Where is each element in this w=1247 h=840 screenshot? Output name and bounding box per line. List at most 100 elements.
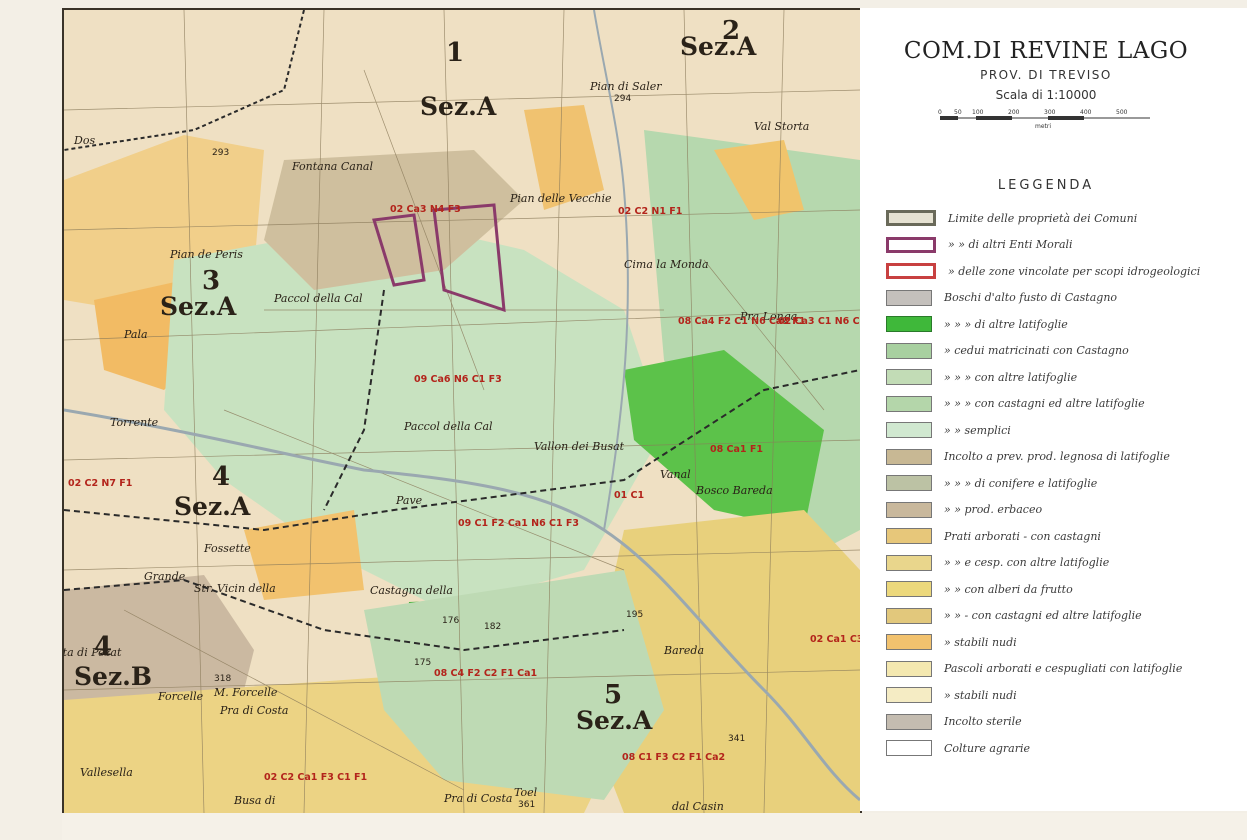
legend-swatch [886, 395, 932, 412]
legend-item-label: » » » con altre latifoglie [944, 370, 1078, 384]
legend-item-label: » cedui matricinati con Castagno [944, 344, 1129, 357]
parcel-orange-mid [244, 510, 364, 600]
place-label: Bosco Bareda [696, 484, 773, 497]
parcel-code: 02 C2 N1 F1 [618, 206, 683, 217]
legend-swatch [886, 607, 932, 624]
parcel-woods-south [364, 570, 664, 800]
legend-swatch [886, 634, 932, 650]
legend-item-label: » » con alberi da frutto [944, 582, 1073, 596]
parcel-green-bosco [624, 350, 824, 530]
scale-tick: 50 [954, 109, 962, 116]
place-label: Cima la Monda [624, 258, 709, 271]
legend-item-label: » » » di altre latifoglie [944, 317, 1068, 331]
legend-item-label: » stabili nudi [944, 635, 1017, 649]
legend-item-label: » » prod. erbaceo [944, 503, 1043, 516]
scale-unit: metri [1035, 123, 1051, 130]
place-label: Castagna della [370, 584, 453, 597]
bottom-margin [62, 813, 1247, 840]
legend-item-label: Incolto a prev. prod. legnosa di latifog… [944, 450, 1170, 463]
legend-swatch [886, 448, 932, 465]
section-number-5: 5 [604, 680, 623, 710]
legend-item: » cedui matricinati con Castagno [886, 339, 1129, 363]
place-label: Busa di [234, 794, 276, 807]
stream-vallon [593, 10, 629, 531]
parcel-code: 02 Ca3 C1 N6 Ca3 F1 [778, 316, 860, 327]
spot-height: 195 [626, 610, 644, 620]
place-label: Grande [144, 570, 186, 583]
parcel-code: 02 Ca1 C3 [810, 634, 862, 645]
legend-item: Incolto a prev. prod. legnosa di latifog… [886, 445, 1170, 469]
place-label: Paccol della Cal [404, 420, 493, 433]
boundary-enti-morali [432, 203, 506, 313]
map-drawing [64, 10, 860, 813]
legend-item: » » con alberi da frutto [886, 577, 1073, 601]
province-label: PROV. DI TREVISO [980, 68, 1112, 82]
legend-swatch [886, 316, 932, 332]
place-label: Val Storta [754, 120, 810, 133]
legend-swatch [886, 342, 932, 359]
place-label: Bareda [664, 644, 705, 657]
place-label: Fossette [204, 542, 251, 555]
section-number-4a: 4 [212, 462, 231, 492]
section-name-1: Sez.A [420, 92, 497, 121]
spot-height: 341 [728, 734, 746, 744]
legend-swatch [886, 289, 932, 306]
legend-item-label: Prati arborati - con castagni [944, 529, 1101, 543]
boundary-dashed-2 [64, 578, 625, 652]
legend-item-label: Colture agrarie [944, 741, 1031, 755]
place-label: Torrente [110, 416, 159, 429]
parcel-code: 08 C4 F2 C2 F1 Ca1 [434, 668, 538, 679]
spot-height: 318 [214, 674, 232, 684]
legend-item: Colture agrarie [886, 736, 1030, 760]
place-label: Paccol della Cal [274, 292, 363, 305]
place-label: Vanal [660, 468, 691, 481]
scale-tick: 200 [1008, 109, 1020, 116]
legend-item-label: Limite delle proprietà dei Comuni [948, 211, 1138, 225]
section-number-2: 2 [722, 16, 741, 46]
parcel-code: 08 Ca1 F1 [710, 444, 763, 455]
parcel-code: 09 C1 F2 Ca1 N6 C1 F3 [458, 518, 579, 529]
place-label: Fontana Canal [292, 160, 373, 173]
parcel-orange-east [714, 140, 804, 220]
legend-item: » » di altri Enti Morali [886, 233, 1073, 257]
spot-height: 361 [518, 800, 536, 810]
spot-height: 294 [614, 94, 632, 104]
parcel-woods-center [164, 220, 664, 610]
place-label: dal Casin [672, 800, 724, 813]
section-number-1: 1 [446, 38, 465, 68]
place-label: Pian delle Vecchie [510, 192, 612, 205]
legend-item: » stabili nudi [886, 683, 1017, 707]
legend-swatch [886, 236, 936, 253]
legend-swatch [886, 422, 932, 438]
spot-height: 176 [442, 616, 460, 626]
boundary-communal [64, 10, 305, 151]
legend-item-label: » » e cesp. con altre latifoglie [944, 556, 1110, 569]
place-label: Pian di Saler [590, 80, 662, 93]
legend-swatch [886, 740, 932, 756]
legend-swatch [886, 687, 932, 703]
legend-item: » » - con castagni ed altre latifoglie [886, 604, 1142, 628]
scale-tick: 400 [1080, 109, 1092, 116]
scale-bar: 0 50 100 200 300 400 500 metri [938, 109, 1150, 130]
legend-item: Limite delle proprietà dei Comuni [886, 206, 1137, 230]
stream-torrente [64, 408, 860, 802]
place-label: Pra Longa [740, 310, 798, 323]
parcel-lines [64, 10, 860, 813]
parcel-code: 02 C2 Ca1 F3 C1 F1 [264, 772, 368, 783]
place-label: Str. Vicin della [194, 582, 276, 595]
scale-tick: 100 [972, 109, 984, 116]
map-sheet[interactable]: 1 Sez.A 2 Sez.A 3 Sez.A 4 Sez.A 4 Sez.B … [62, 8, 862, 815]
legend-item-label: » » - con castagni ed altre latifoglie [944, 609, 1142, 622]
legend-item: » » » di altre latifoglie [886, 312, 1068, 336]
place-label: Toel [514, 786, 538, 799]
parcel-code: 08 Ca4 F2 C1 N6 Ca3 F1 [678, 316, 806, 327]
map-title: COM.DI REVINE LAGO [903, 38, 1189, 64]
legend-swatch [886, 369, 932, 385]
place-label: Pala [124, 328, 148, 341]
place-label: Forcelle [158, 690, 204, 703]
section-name-3: Sez.A [160, 292, 237, 321]
legend-swatch [886, 581, 932, 597]
scale-label: Scala di 1:10000 [995, 88, 1097, 102]
legend-item-label: » » » con castagni ed altre latifoglie [944, 397, 1145, 410]
legend-swatch [886, 554, 932, 571]
